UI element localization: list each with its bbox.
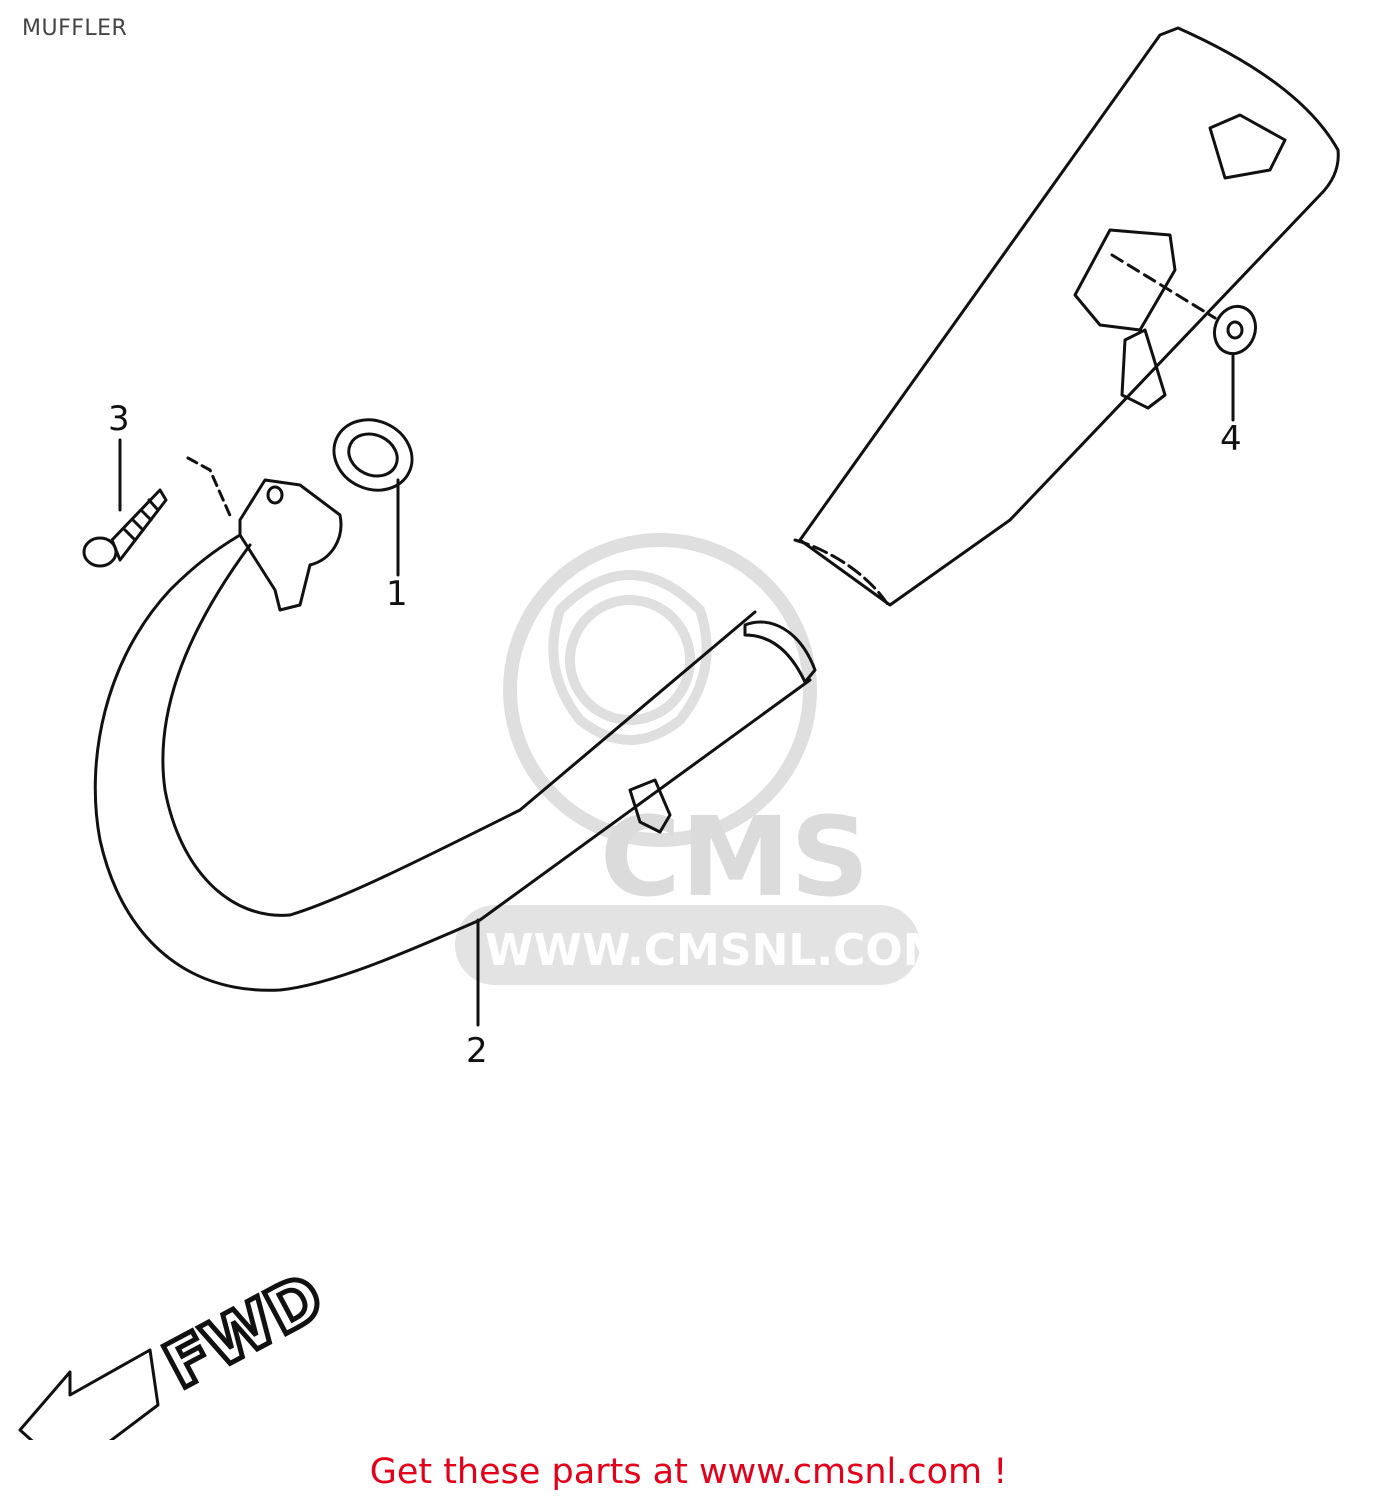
muffler-joint bbox=[793, 538, 892, 610]
flange-hole bbox=[266, 485, 284, 505]
muffler-logo bbox=[1208, 113, 1287, 180]
pipe-bracket bbox=[628, 778, 672, 834]
muffler-hanger bbox=[1073, 228, 1177, 332]
hanger-dash bbox=[1110, 253, 1217, 320]
flange-bolt-guide bbox=[186, 456, 234, 522]
fwd-arrow-icon bbox=[18, 1348, 160, 1440]
bolt-part-3 bbox=[82, 488, 168, 568]
page-title: MUFFLER bbox=[22, 16, 128, 41]
callout-label-3: 3 bbox=[108, 399, 130, 439]
muffler-body bbox=[798, 26, 1340, 607]
callout-label-4: 4 bbox=[1220, 419, 1242, 459]
pipe-sleeve bbox=[743, 620, 817, 684]
muffler-diagram: CMS WWW.CMSNL.COM bbox=[18, 26, 1340, 1440]
footer-promo-link[interactable]: Get these parts at www.cmsnl.com ! bbox=[369, 1452, 1008, 1492]
washer-part-4 bbox=[1212, 304, 1258, 356]
callout-label-1: 1 bbox=[386, 574, 408, 614]
cmsnl-watermark: CMS WWW.CMSNL.COM bbox=[455, 533, 947, 985]
watermark-logo-text: CMS bbox=[600, 793, 869, 921]
pipe-flange bbox=[238, 478, 343, 612]
watermark-url: WWW.CMSNL.COM bbox=[485, 925, 947, 976]
fwd-label: FWD bbox=[153, 1260, 336, 1404]
muffler-tab bbox=[1120, 328, 1167, 410]
exhaust-pipe bbox=[93, 533, 812, 992]
gasket-part-1 bbox=[332, 418, 414, 492]
callout-label-2: 2 bbox=[466, 1031, 488, 1071]
